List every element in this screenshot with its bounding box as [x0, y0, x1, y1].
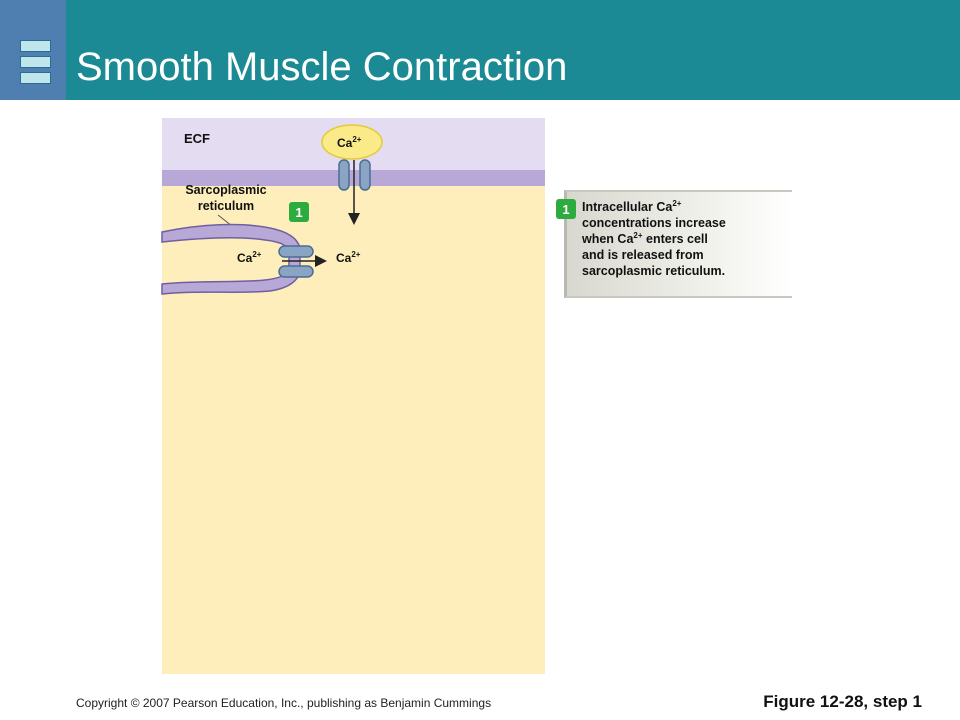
calcium-label-sr: Ca2+	[237, 250, 262, 265]
cytosol-region	[162, 186, 545, 674]
page-title: Smooth Muscle Contraction	[76, 45, 568, 89]
callout-line1-charge: 2+	[672, 198, 682, 208]
title-banner	[0, 0, 960, 100]
stack-icon	[20, 40, 51, 52]
callout-step-badge: 1	[556, 199, 576, 219]
sr-channel-top	[278, 245, 314, 258]
step-callout	[564, 190, 792, 298]
callout-line2: concentrations increase	[582, 216, 726, 230]
logo-panel	[0, 0, 66, 100]
callout-line5: sarcoplasmic reticulum.	[582, 264, 726, 278]
ecf-label: ECF	[184, 131, 210, 146]
callout-step-number: 1	[562, 202, 569, 217]
sr-label-line1: Sarcoplasmic	[185, 183, 266, 197]
figure-caption: Figure 12-28, step 1	[763, 692, 922, 711]
step-1-badge	[289, 202, 309, 222]
copyright-notice: Copyright © 2007 Pearson Education, Inc.…	[76, 696, 492, 710]
callout-line4: and is released from	[582, 248, 704, 262]
calcium-channel-left	[338, 159, 350, 191]
stack-icon-bar	[20, 72, 51, 84]
callout-line1: Intracellular Ca	[582, 200, 673, 214]
callout-line3a: when Ca	[582, 232, 634, 246]
sr-label-line2: reticulum	[198, 199, 254, 213]
calcium-channel-right	[359, 159, 371, 191]
stack-icon-bar	[20, 56, 51, 68]
callout-text: Intracellular Ca2+ concentrations increa…	[582, 199, 772, 279]
calcium-label-outside: Ca2+	[337, 135, 362, 150]
callout-line3-charge: 2+	[633, 230, 643, 240]
step-1-badge-label: 1	[295, 205, 302, 220]
callout-line3b: enters cell	[642, 232, 708, 246]
extracellular-calcium	[321, 124, 383, 160]
sarcoplasmic-reticulum	[161, 223, 301, 295]
sr-channel-bottom	[278, 265, 314, 278]
calcium-label-cytosol: Ca2+	[336, 250, 361, 265]
